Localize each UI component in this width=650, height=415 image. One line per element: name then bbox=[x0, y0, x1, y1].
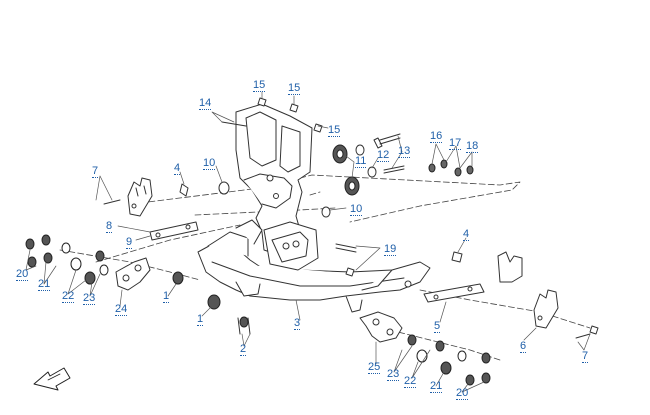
callout-c21b[interactable]: 21 bbox=[430, 380, 443, 393]
callout-c1b[interactable]: 1 bbox=[197, 313, 204, 326]
leader-lines bbox=[25, 91, 591, 393]
right-bracket-lower bbox=[533, 289, 559, 329]
bracket-24 bbox=[115, 257, 151, 291]
callout-label: 10 bbox=[203, 157, 216, 170]
callout-c14[interactable]: 14 bbox=[199, 97, 212, 110]
callout-c20a[interactable]: 20 bbox=[16, 268, 29, 281]
callout-c7b[interactable]: 7 bbox=[582, 350, 589, 363]
callout-label: 23 bbox=[83, 292, 96, 305]
callout-c15a[interactable]: 15 bbox=[253, 79, 266, 92]
callout-label: 20 bbox=[456, 387, 469, 400]
callout-c10b[interactable]: 10 bbox=[350, 203, 363, 216]
callout-label: 22 bbox=[404, 375, 417, 388]
callout-label: 7 bbox=[582, 350, 589, 363]
callout-c4a[interactable]: 4 bbox=[174, 162, 181, 175]
callout-c7a[interactable]: 7 bbox=[92, 165, 99, 178]
callout-label: 1 bbox=[197, 313, 204, 326]
left-bracket bbox=[127, 177, 153, 217]
callout-label: 20 bbox=[16, 268, 29, 281]
callout-c20b[interactable]: 20 bbox=[456, 387, 469, 400]
callout-label: 2 bbox=[240, 343, 247, 356]
callout-c4b[interactable]: 4 bbox=[463, 228, 470, 241]
left-plate bbox=[149, 221, 199, 241]
callout-label: 24 bbox=[115, 303, 128, 316]
callout-c18[interactable]: 18 bbox=[466, 140, 479, 153]
callout-label: 18 bbox=[466, 140, 479, 153]
left-bushing-stack bbox=[25, 234, 109, 285]
callout-label: 23 bbox=[387, 368, 400, 381]
nuts-16-17-18 bbox=[428, 159, 474, 177]
callout-c22a[interactable]: 22 bbox=[62, 290, 75, 303]
callout-label: 4 bbox=[174, 162, 181, 175]
callout-label: 14 bbox=[199, 97, 212, 110]
callout-label: 6 bbox=[520, 340, 527, 353]
spacers-1 bbox=[172, 271, 249, 328]
callout-c8[interactable]: 8 bbox=[106, 220, 113, 233]
callout-c1a[interactable]: 1 bbox=[163, 290, 170, 303]
callout-label: 21 bbox=[430, 380, 443, 393]
callout-label: 3 bbox=[294, 317, 301, 330]
callout-label: 15 bbox=[328, 124, 341, 137]
callout-label: 9 bbox=[126, 236, 133, 249]
callout-label: 21 bbox=[38, 278, 51, 291]
callout-label: 8 bbox=[106, 220, 113, 233]
callout-label: 11 bbox=[355, 155, 367, 168]
callout-c23a[interactable]: 23 bbox=[83, 292, 96, 305]
bracket-25 bbox=[359, 311, 403, 343]
washers bbox=[218, 144, 377, 218]
callout-c10a[interactable]: 10 bbox=[203, 157, 216, 170]
callout-label: 12 bbox=[377, 149, 390, 162]
callout-label: 25 bbox=[368, 361, 381, 374]
callout-c24[interactable]: 24 bbox=[115, 303, 128, 316]
callout-label: 15 bbox=[253, 79, 266, 92]
callout-c13[interactable]: 13 bbox=[398, 145, 411, 158]
callout-label: 13 bbox=[398, 145, 411, 158]
callout-c3[interactable]: 3 bbox=[294, 317, 301, 330]
callout-c19[interactable]: 19 bbox=[384, 243, 397, 256]
callout-c12[interactable]: 12 bbox=[377, 149, 390, 162]
callout-c11[interactable]: 11 bbox=[355, 155, 367, 168]
right-bushing-stack bbox=[407, 334, 491, 386]
bolts bbox=[103, 97, 599, 339]
callout-c16[interactable]: 16 bbox=[430, 130, 443, 143]
callout-label: 15 bbox=[288, 82, 301, 95]
callout-label: 1 bbox=[163, 290, 170, 303]
direction-arrow-icon bbox=[33, 367, 71, 391]
bushing-11 bbox=[332, 144, 360, 196]
callout-c2[interactable]: 2 bbox=[240, 343, 247, 356]
callout-c15c[interactable]: 15 bbox=[328, 124, 341, 137]
callout-c21a[interactable]: 21 bbox=[38, 278, 51, 291]
callout-label: 22 bbox=[62, 290, 75, 303]
callout-c15b[interactable]: 15 bbox=[288, 82, 301, 95]
callout-label: 19 bbox=[384, 243, 397, 256]
main-frame bbox=[197, 103, 431, 313]
callout-c23b[interactable]: 23 bbox=[387, 368, 400, 381]
callout-c22b[interactable]: 22 bbox=[404, 375, 417, 388]
callout-c25[interactable]: 25 bbox=[368, 361, 381, 374]
callout-label: 4 bbox=[463, 228, 470, 241]
callout-label: 10 bbox=[350, 203, 363, 216]
callout-c9[interactable]: 9 bbox=[126, 236, 133, 249]
callout-label: 5 bbox=[434, 320, 441, 333]
callout-label: 16 bbox=[430, 130, 443, 143]
right-bracket-upright bbox=[423, 251, 523, 303]
callout-label: 7 bbox=[92, 165, 99, 178]
callout-c6[interactable]: 6 bbox=[520, 340, 527, 353]
callout-c17[interactable]: 17 bbox=[449, 137, 462, 150]
callout-c5[interactable]: 5 bbox=[434, 320, 441, 333]
callout-label: 17 bbox=[449, 137, 462, 150]
